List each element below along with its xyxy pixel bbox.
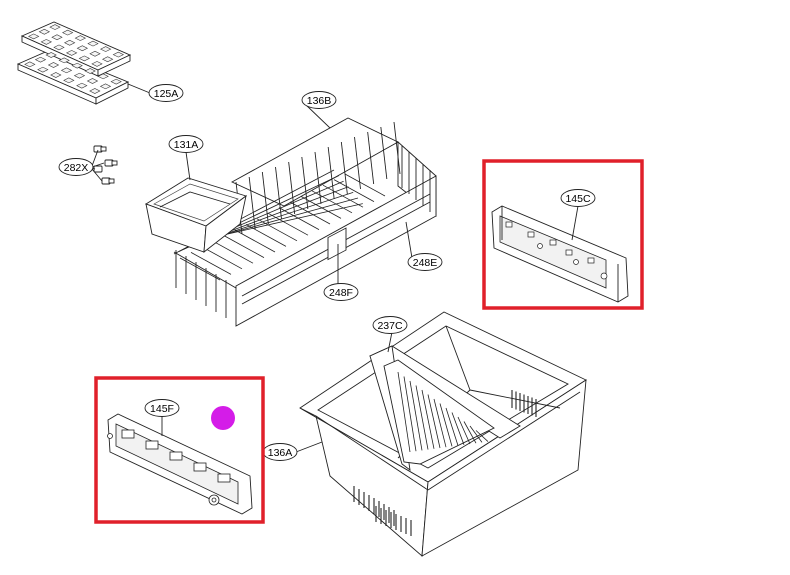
right-bracket-part [491,205,629,303]
ice-trays-part [16,21,132,105]
callout-145c: 145C [560,189,596,207]
svg-text:248F: 248F [329,287,353,299]
wire-basket-part [173,117,437,327]
divider-part [369,345,521,472]
svg-text:145F: 145F [150,403,174,415]
callout-145f: 145F [144,399,180,417]
callout-131a: 131A [168,135,204,153]
callout-282x: 282X [58,158,94,176]
small-bin-part [144,177,247,253]
callout-136b: 136B [301,91,337,109]
highlight-box-145f [94,376,265,524]
svg-text:136B: 136B [307,95,332,107]
svg-text:282X: 282X [64,162,89,174]
callout-125a: 125A [148,84,184,102]
svg-text:248E: 248E [413,257,438,269]
svg-text:131A: 131A [174,139,199,151]
callout-248f: 248F [323,283,359,301]
callout-136a: 136A [262,443,298,461]
callout-237c: 237C [372,316,408,334]
highlight-box-145c [482,159,644,310]
svg-text:145C: 145C [565,193,591,205]
svg-text:136A: 136A [268,447,293,459]
svg-text:125A: 125A [154,88,179,100]
marker-dot [211,406,235,430]
callout-248e: 248E [407,253,443,271]
left-bracket-part [107,413,253,515]
svg-text:237C: 237C [377,320,403,332]
